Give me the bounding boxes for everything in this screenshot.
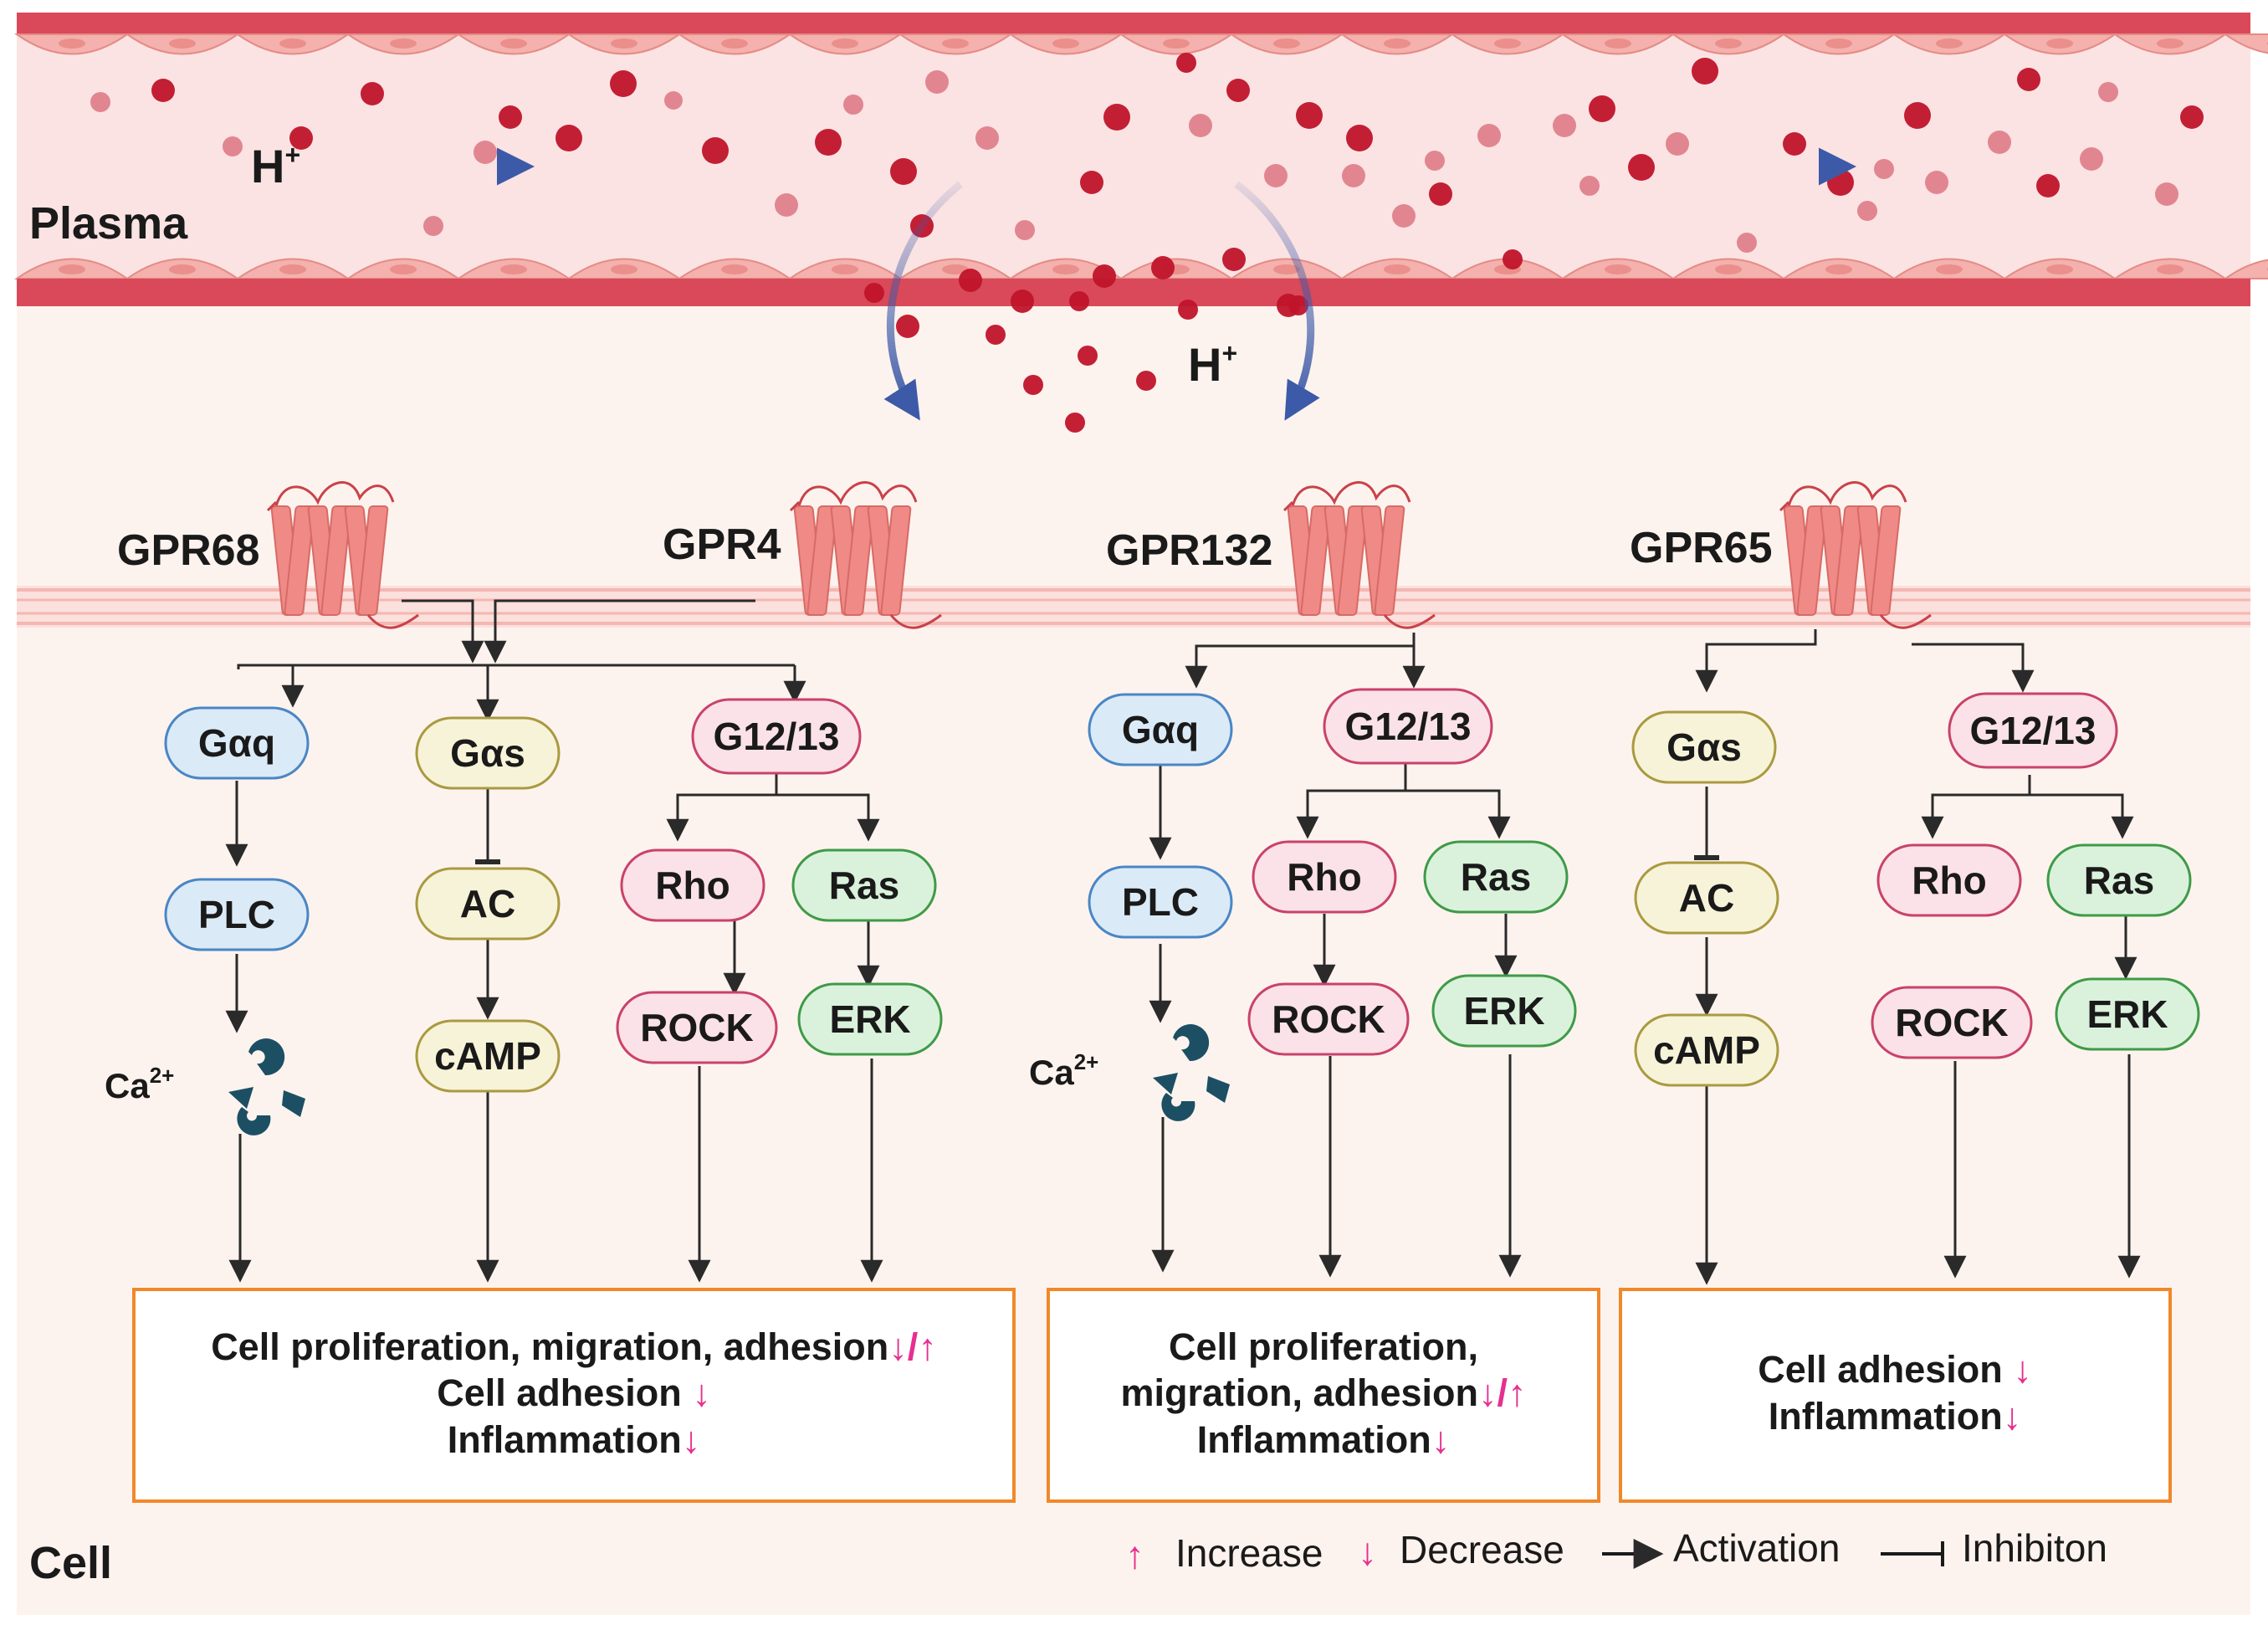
receptor-label-gpr68: GPR68 [117, 526, 260, 575]
node-g1-camp: cAMP [415, 1019, 561, 1093]
node-g3-g1213: G12/13 [1948, 692, 2118, 769]
node-label: G12/13 [1345, 705, 1472, 748]
proton-label-mid: H+ [1188, 338, 1237, 391]
node-label: Gαq [1122, 708, 1199, 751]
node-label: Gαs [450, 731, 525, 775]
node-g3-ras: Ras [2046, 843, 2192, 917]
node-g2-ras: Ras [1423, 840, 1569, 914]
legend-inhibition-label: Inhibiton [1962, 1526, 2107, 1570]
endothelium-bottom [13, 258, 2268, 279]
legend-decrease-label: Decrease [1400, 1528, 1564, 1571]
calcium-icon [1153, 1024, 1230, 1121]
outcome-1-line-1: Cell proliferation, migration, adhesion↓… [211, 1325, 937, 1368]
node-label: AC [1679, 876, 1734, 920]
node-g3-camp: cAMP [1634, 1013, 1779, 1087]
node-label: Ras [829, 864, 899, 907]
vessel-wall-top [17, 13, 2250, 34]
outcome-box-1 [132, 1288, 1016, 1503]
node-label: cAMP [1653, 1028, 1760, 1072]
receptor-label-gpr4: GPR4 [663, 520, 781, 569]
node-label: ERK [1463, 989, 1544, 1033]
node-g1-plc: PLC [164, 878, 310, 951]
calcium-label-1: Ca2+ [105, 1063, 174, 1105]
plasma-lumen [17, 34, 2250, 279]
node-label: Gαs [1666, 725, 1742, 769]
node-label: cAMP [434, 1034, 541, 1078]
node-g2-erk: ERK [1431, 974, 1577, 1048]
node-g1-gas: Gαs [415, 716, 561, 790]
node-g1-ac: AC [415, 867, 561, 941]
node-label: ERK [829, 997, 910, 1041]
receptors [266, 481, 1932, 629]
legend-activation-label: Activation [1673, 1526, 1840, 1570]
node-label: PLC [1122, 880, 1199, 924]
cell-label: Cell [29, 1538, 112, 1588]
signaling-connectors [225, 599, 2141, 1285]
node-g2-rock: ROCK [1247, 982, 1410, 1056]
outcome-box-3 [1619, 1288, 2172, 1503]
outcome-2-line-3: Inflammation↓ [1197, 1418, 1451, 1461]
node-g2-g1213: G12/13 [1323, 688, 1493, 765]
receptor-gpr68 [266, 481, 419, 629]
outcome-1-line-2: Cell adhesion ↓ [437, 1371, 711, 1414]
calcium-label-2: Ca2+ [1029, 1049, 1098, 1092]
legend: ↑ Increase ↓ Decrease Activation Inhibit… [1125, 1526, 2107, 1576]
node-label: ROCK [640, 1006, 753, 1049]
node-g3-gas: Gαs [1631, 710, 1777, 784]
vessel-wall-bottom [17, 279, 2250, 306]
node-label: PLC [198, 893, 275, 936]
outcome-3-line-2: Inflammation↓ [1769, 1395, 2022, 1438]
node-label: ERK [2086, 992, 2168, 1036]
proton-label-top: H+ [251, 140, 300, 192]
node-g3-ac: AC [1634, 861, 1779, 935]
node-label: G12/13 [1970, 709, 2096, 752]
outcome-box-2 [1047, 1288, 1600, 1503]
outcome-2-line-2: migration, adhesion↓/↑ [1120, 1371, 1526, 1414]
node-g2-rho: Rho [1252, 840, 1397, 914]
node-label: Ras [1461, 855, 1531, 899]
node-g1-rock: ROCK [616, 991, 778, 1064]
outcome-3-line-1: Cell adhesion ↓ [1758, 1348, 2032, 1391]
legend-increase-label: Increase [1175, 1531, 1323, 1575]
node-g3-rock: ROCK [1871, 986, 2033, 1059]
blood-cells [90, 53, 2204, 433]
node-label: AC [460, 882, 515, 925]
node-label: ROCK [1895, 1001, 2008, 1044]
receptor-gpr4 [789, 481, 942, 629]
node-g2-plc: PLC [1088, 865, 1233, 939]
legend-up-symbol: ↑ [1125, 1533, 1144, 1576]
receptor-gpr132 [1282, 481, 1436, 629]
cell-membrane [17, 586, 2250, 628]
receptor-label-gpr132: GPR132 [1106, 526, 1272, 575]
proton-arc-right [1234, 181, 1320, 421]
node-label: Rho [655, 864, 730, 907]
node-g1-g1213: G12/13 [691, 698, 862, 775]
node-label: Rho [1912, 859, 1986, 902]
endothelium-top [13, 33, 2268, 55]
node-g1-erk: ERK [797, 982, 943, 1056]
node-label: G12/13 [714, 715, 840, 758]
node-label: Rho [1287, 855, 1361, 899]
plasma-label: Plasma [29, 198, 188, 249]
receptor-gpr65 [1779, 481, 1932, 629]
node-g3-erk: ERK [2055, 977, 2200, 1051]
node-g1-rho: Rho [620, 848, 765, 922]
node-g3-rho: Rho [1876, 843, 2022, 917]
outcome-1-line-3: Inflammation↓ [448, 1418, 701, 1461]
outcome-2-line-1: Cell proliferation, [1169, 1325, 1478, 1368]
calcium-icon [228, 1038, 305, 1135]
node-g2-gaq: Gαq [1088, 693, 1233, 766]
node-g1-ras: Ras [791, 848, 937, 922]
node-label: Ras [2084, 859, 2154, 902]
proton-arc-left [883, 181, 963, 421]
legend-down-symbol: ↓ [1358, 1530, 1377, 1573]
node-label: Gαq [198, 721, 275, 765]
node-label: ROCK [1272, 997, 1385, 1041]
node-g1-gaq: Gαq [164, 706, 310, 780]
receptor-label-gpr65: GPR65 [1630, 524, 1773, 572]
